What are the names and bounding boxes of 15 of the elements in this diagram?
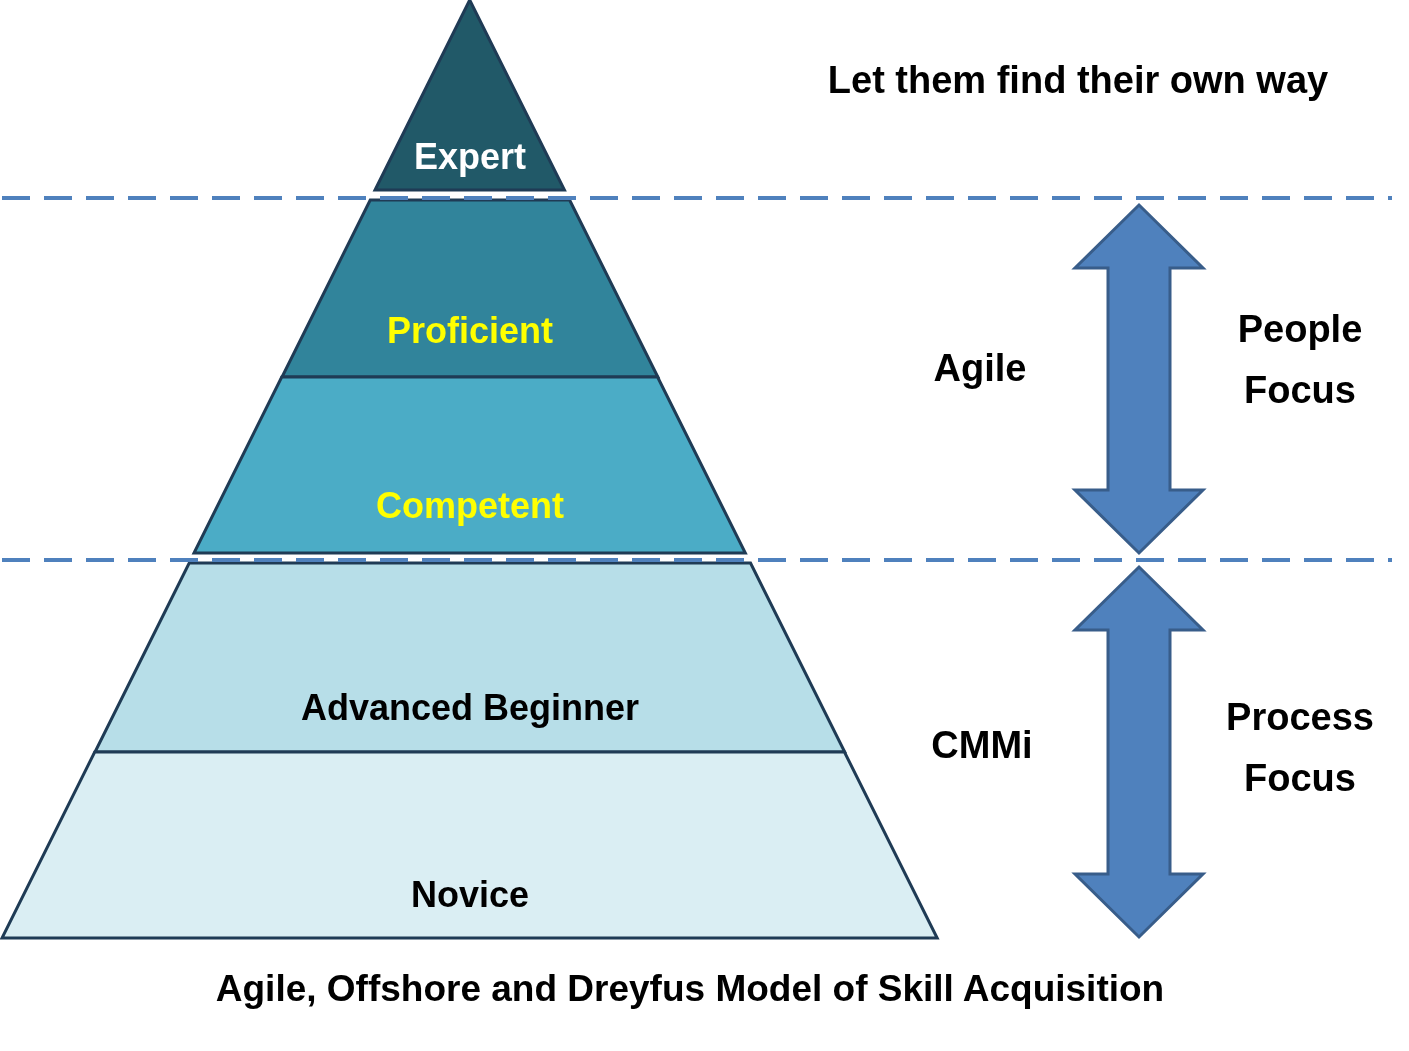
pyramid-tier: [95, 563, 845, 752]
pyramid-tier: [282, 200, 658, 377]
tier-label: Advanced Beginner: [300, 687, 640, 729]
text-label: People Focus: [1236, 307, 1364, 413]
text-label: CMMi: [930, 722, 1034, 768]
tier-label: Competent: [376, 485, 564, 527]
text-label: Process Focus: [1225, 695, 1375, 801]
pyramid-tier: [375, 0, 565, 190]
caption: Agile, Offshore and Dreyfus Model of Skill Acquisition: [214, 968, 1166, 1010]
text-label: Agile: [932, 345, 1028, 391]
tier-label: Novice: [410, 874, 529, 916]
text-label: Let them find their own way: [826, 57, 1330, 103]
tier-label: Proficient: [386, 310, 553, 352]
pyramid-tier: [194, 377, 746, 553]
tier-label: Expert: [413, 136, 526, 178]
